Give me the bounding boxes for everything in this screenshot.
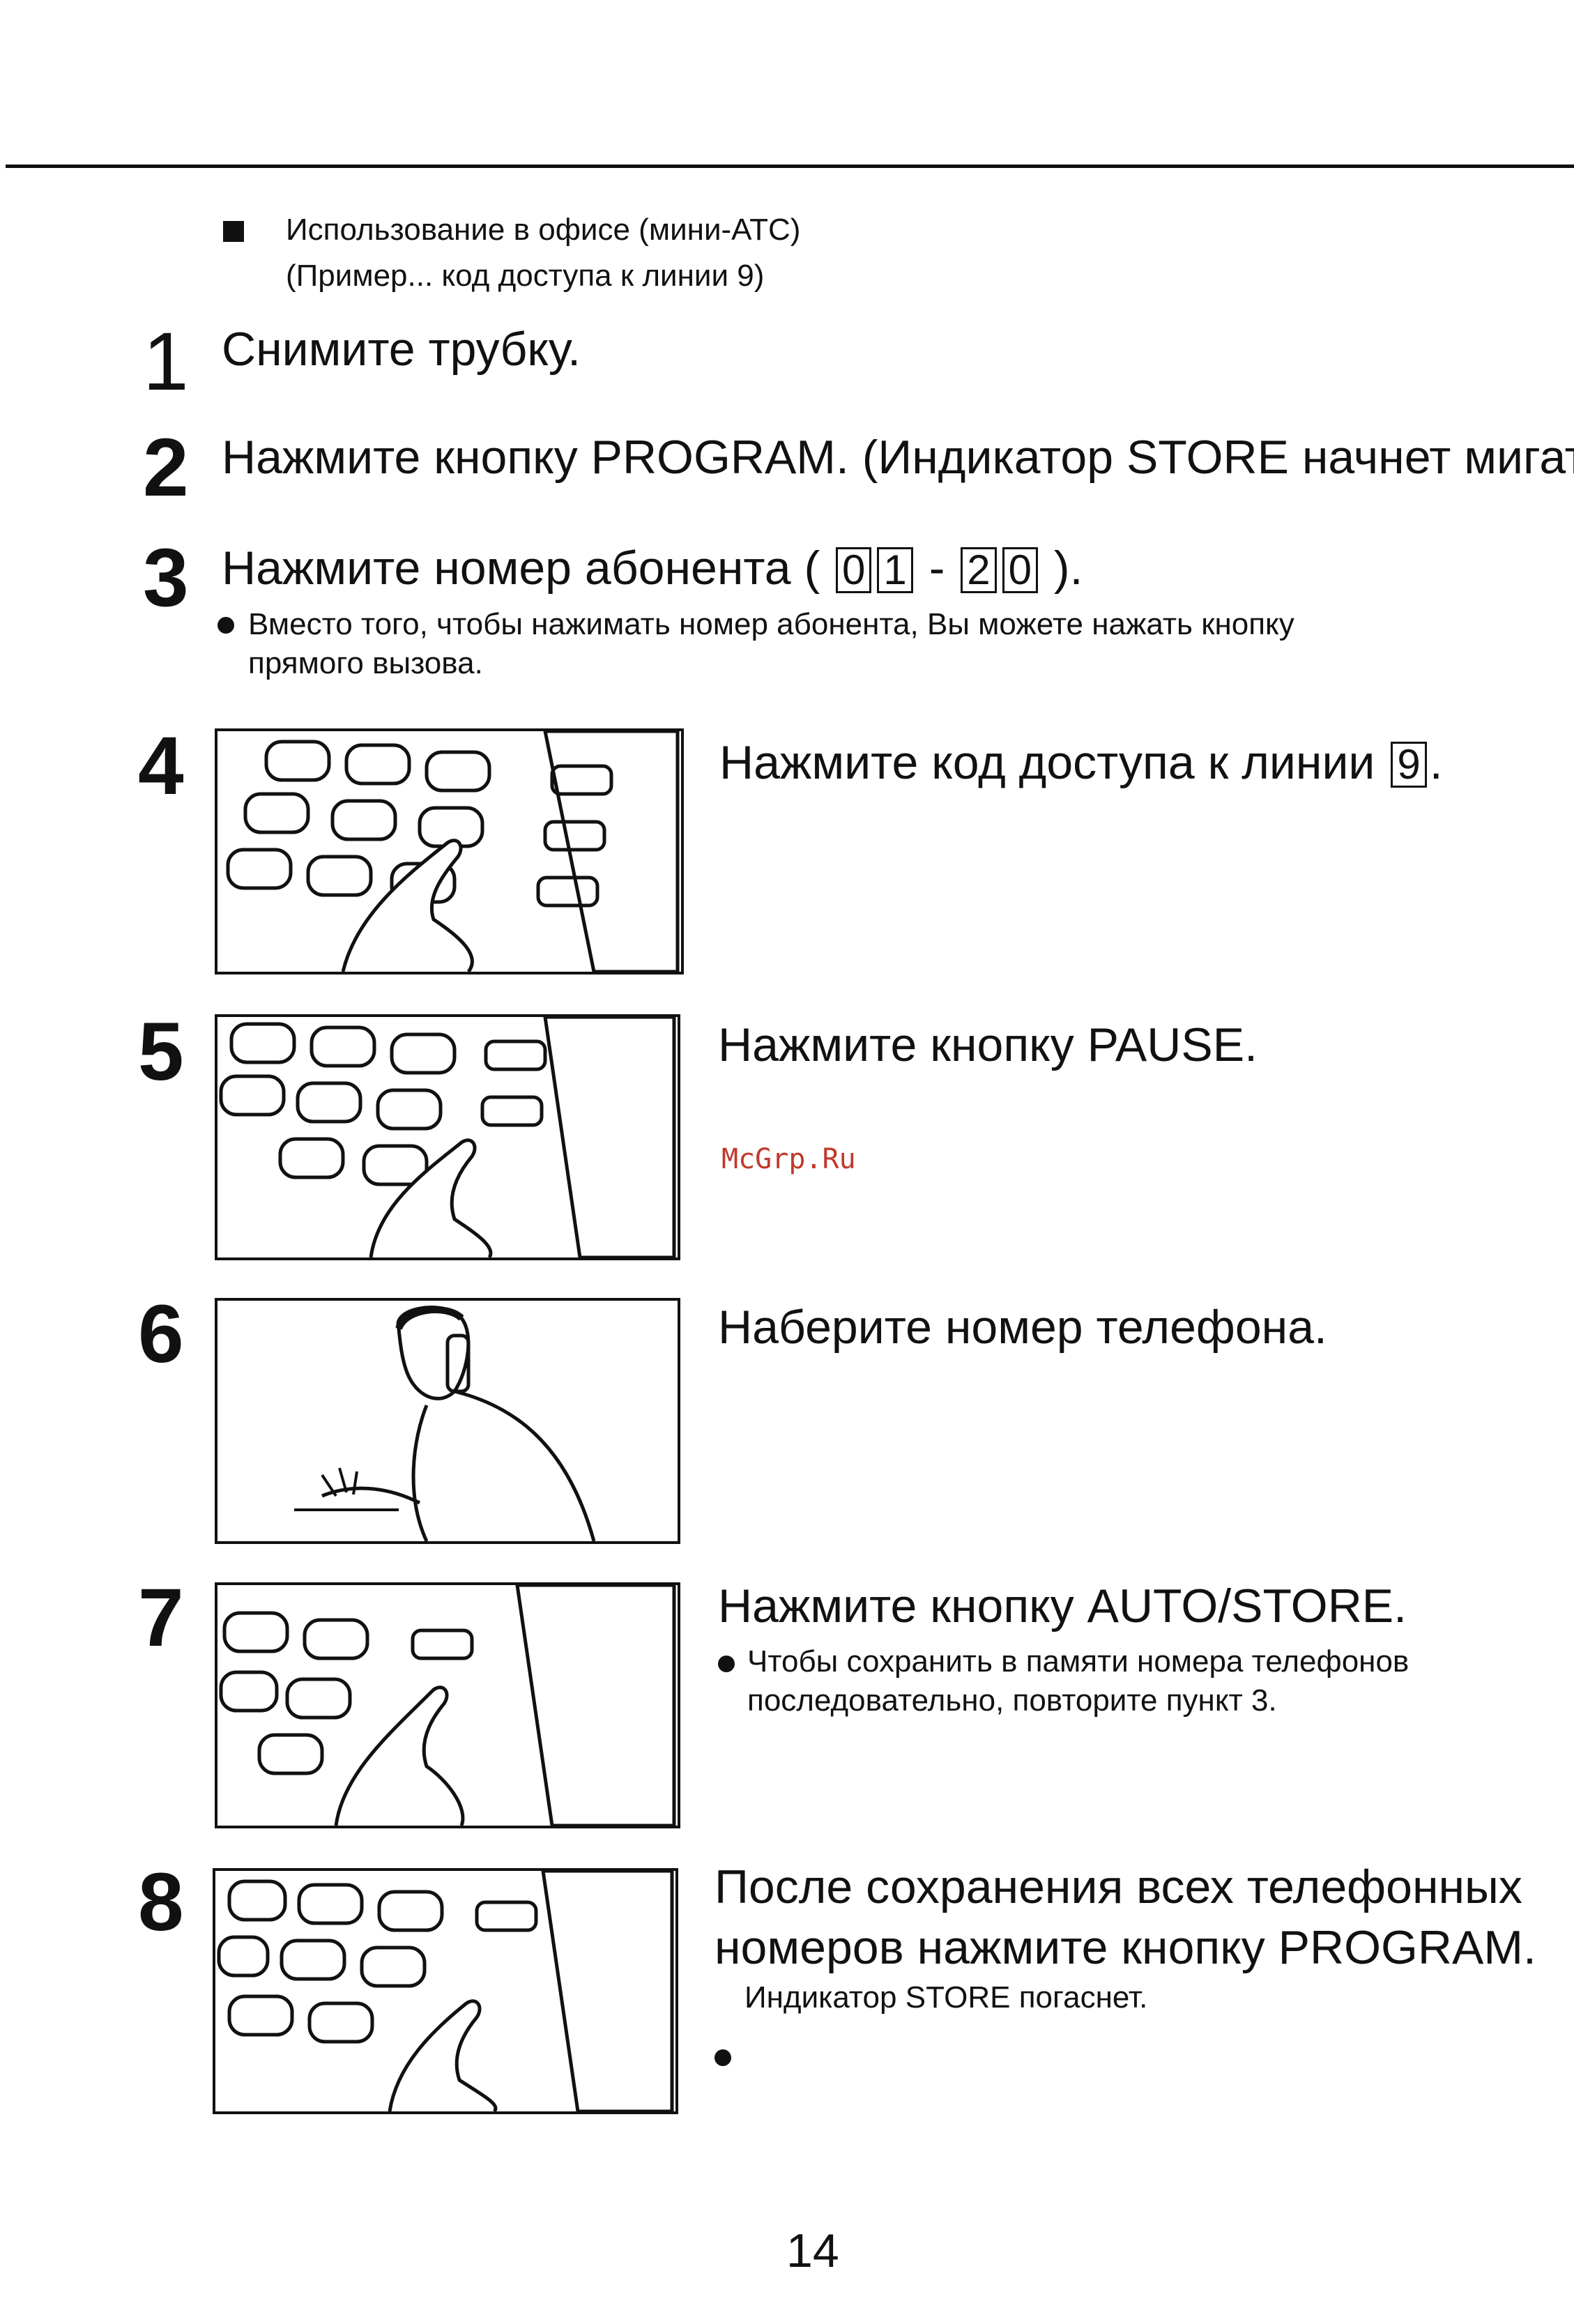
step-7-note-line2: последовательно, повторите пункт 3. <box>747 1683 1277 1718</box>
step-5-text: Нажмите кнопку PAUSE. <box>718 1018 1258 1071</box>
step-3-note-line1: Вместо того, чтобы нажимать номер абонен… <box>248 607 1294 641</box>
step-8-note: Индикатор STORE погаснет. <box>744 1980 1148 2015</box>
key-0: 0 <box>836 547 872 593</box>
keypad-illustration-step-4 <box>215 728 684 974</box>
key-2: 2 <box>961 547 997 593</box>
section-title: Использование в офисе (мини-АТС) <box>286 213 801 247</box>
key-9: 9 <box>1391 742 1427 788</box>
step-3-note-line2: прямого вызова. <box>248 646 483 680</box>
bullet-icon <box>715 2049 731 2066</box>
key-0-second: 0 <box>1002 547 1039 593</box>
step-2-text: Нажмите кнопку PROGRAM. (Индикатор STORE… <box>222 431 1574 484</box>
page-number: 14 <box>786 2224 839 2277</box>
step-7-note-line1: Чтобы сохранить в памяти номера телефоно… <box>747 1644 1409 1679</box>
step-4-suffix: . <box>1429 736 1443 789</box>
step-6-text: Наберите номер телефона. <box>718 1301 1327 1354</box>
step-number-8: 8 <box>138 1856 184 1948</box>
step-3-prefix: Нажмите номер абонента ( <box>222 542 820 595</box>
keypad-illustration-step-5 <box>215 1014 680 1260</box>
step-3-suffix: ). <box>1053 542 1083 595</box>
step-number-6: 6 <box>138 1288 184 1380</box>
section-subtitle: (Пример... код доступа к линии 9) <box>286 259 765 293</box>
top-rule <box>6 165 1574 168</box>
person-on-phone-illustration <box>215 1298 680 1544</box>
step-number-1: 1 <box>143 316 189 408</box>
keypad-illustration-step-7 <box>215 1582 680 1828</box>
bullet-icon <box>217 617 234 634</box>
watermark: McGrp.Ru <box>721 1143 856 1175</box>
step-1-text: Снимите трубку. <box>222 323 581 376</box>
key-dash: - <box>929 542 945 595</box>
step-7-text: Нажмите кнопку AUTO/STORE. <box>718 1580 1407 1633</box>
step-4-text: Нажмите код доступа к линии 9. <box>719 735 1443 790</box>
step-number-4: 4 <box>138 720 184 812</box>
step-8-line2: номеров нажмите кнопку PROGRAM. <box>715 1921 1536 1974</box>
step-number-5: 5 <box>138 1006 184 1098</box>
square-bullet-icon <box>223 221 244 242</box>
step-number-7: 7 <box>138 1572 184 1664</box>
step-8-line1: После сохранения всех телефонных <box>715 1860 1522 1913</box>
key-1: 1 <box>877 547 913 593</box>
step-4-label: Нажмите код доступа к линии <box>719 736 1375 789</box>
step-number-2: 2 <box>143 422 189 514</box>
step-number-3: 3 <box>143 532 189 624</box>
keypad-illustration-step-8 <box>213 1868 678 2114</box>
bullet-icon <box>718 1656 735 1672</box>
